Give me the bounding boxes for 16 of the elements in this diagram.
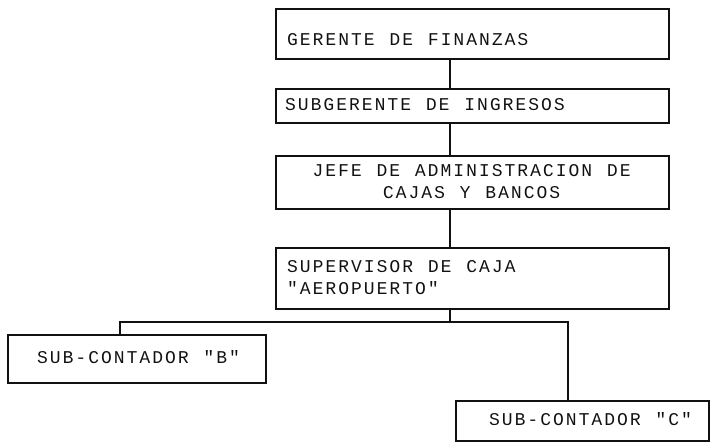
org-box [455, 400, 710, 442]
position-title: SUBGERENTE DE INGRESOS [285, 95, 567, 117]
position-title: SUB-CONTADOR "B" [37, 348, 242, 370]
org-box [275, 247, 670, 310]
position-title: JEFE DE ADMINISTRACION DE CAJAS Y BANCOS [311, 160, 634, 204]
org-box [275, 88, 670, 124]
connector-line [449, 210, 451, 247]
connector-line [449, 310, 569, 400]
org-box [275, 155, 670, 210]
org-box [275, 8, 670, 60]
position-title: GERENTE DE FINANZAS [287, 30, 530, 52]
position-title: SUPERVISOR DE CAJA "AEROPUERTO" [287, 256, 518, 300]
connector-line [449, 124, 451, 155]
connector-line [449, 60, 451, 88]
org-box [7, 334, 267, 384]
position-title: SUB-CONTADOR "C" [489, 410, 694, 432]
